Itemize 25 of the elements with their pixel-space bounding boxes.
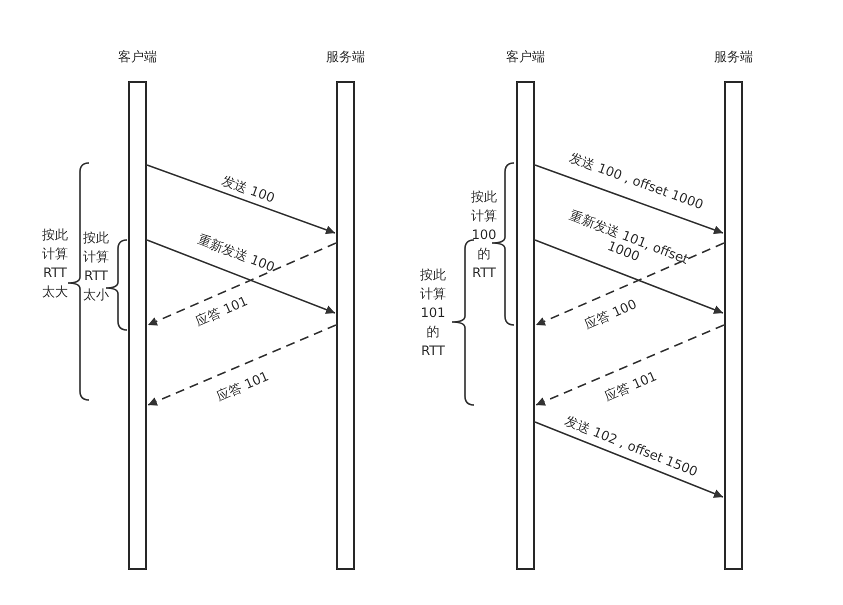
edge-label: 重新发送 101, offset 1000 <box>566 208 690 270</box>
edge-label: 应答 100 <box>582 297 640 333</box>
lifeline-label: 客户端 <box>506 49 545 66</box>
edge-label: 应答 101 <box>214 369 272 405</box>
edge-label: 发送 102 , offset 1500 <box>562 414 700 480</box>
arrow <box>534 164 724 234</box>
brace-label: 按此计算RTT太小 <box>82 230 110 305</box>
arrow <box>534 239 724 314</box>
brace-label: 按此计算101的RTT <box>419 267 447 361</box>
brace-label: 按此计算100的RTT <box>470 189 498 283</box>
edge-label: 应答 101 <box>602 369 660 405</box>
arrow <box>536 324 724 406</box>
edge-label: 重新发送 100 <box>196 232 276 276</box>
lifeline-label: 服务端 <box>326 49 365 66</box>
arrow <box>148 324 336 406</box>
arrow <box>536 242 724 326</box>
lifeline-label: 服务端 <box>714 49 753 66</box>
edge-label: 应答 101 <box>194 294 250 330</box>
arrow <box>146 239 336 314</box>
brace-label: 按此计算RTT太大 <box>41 227 69 302</box>
arrow <box>148 242 336 326</box>
lifeline-label: 客户端 <box>118 49 157 66</box>
arrow <box>534 421 724 498</box>
edge-label: 发送 100 <box>220 174 276 206</box>
arrow <box>146 164 336 234</box>
